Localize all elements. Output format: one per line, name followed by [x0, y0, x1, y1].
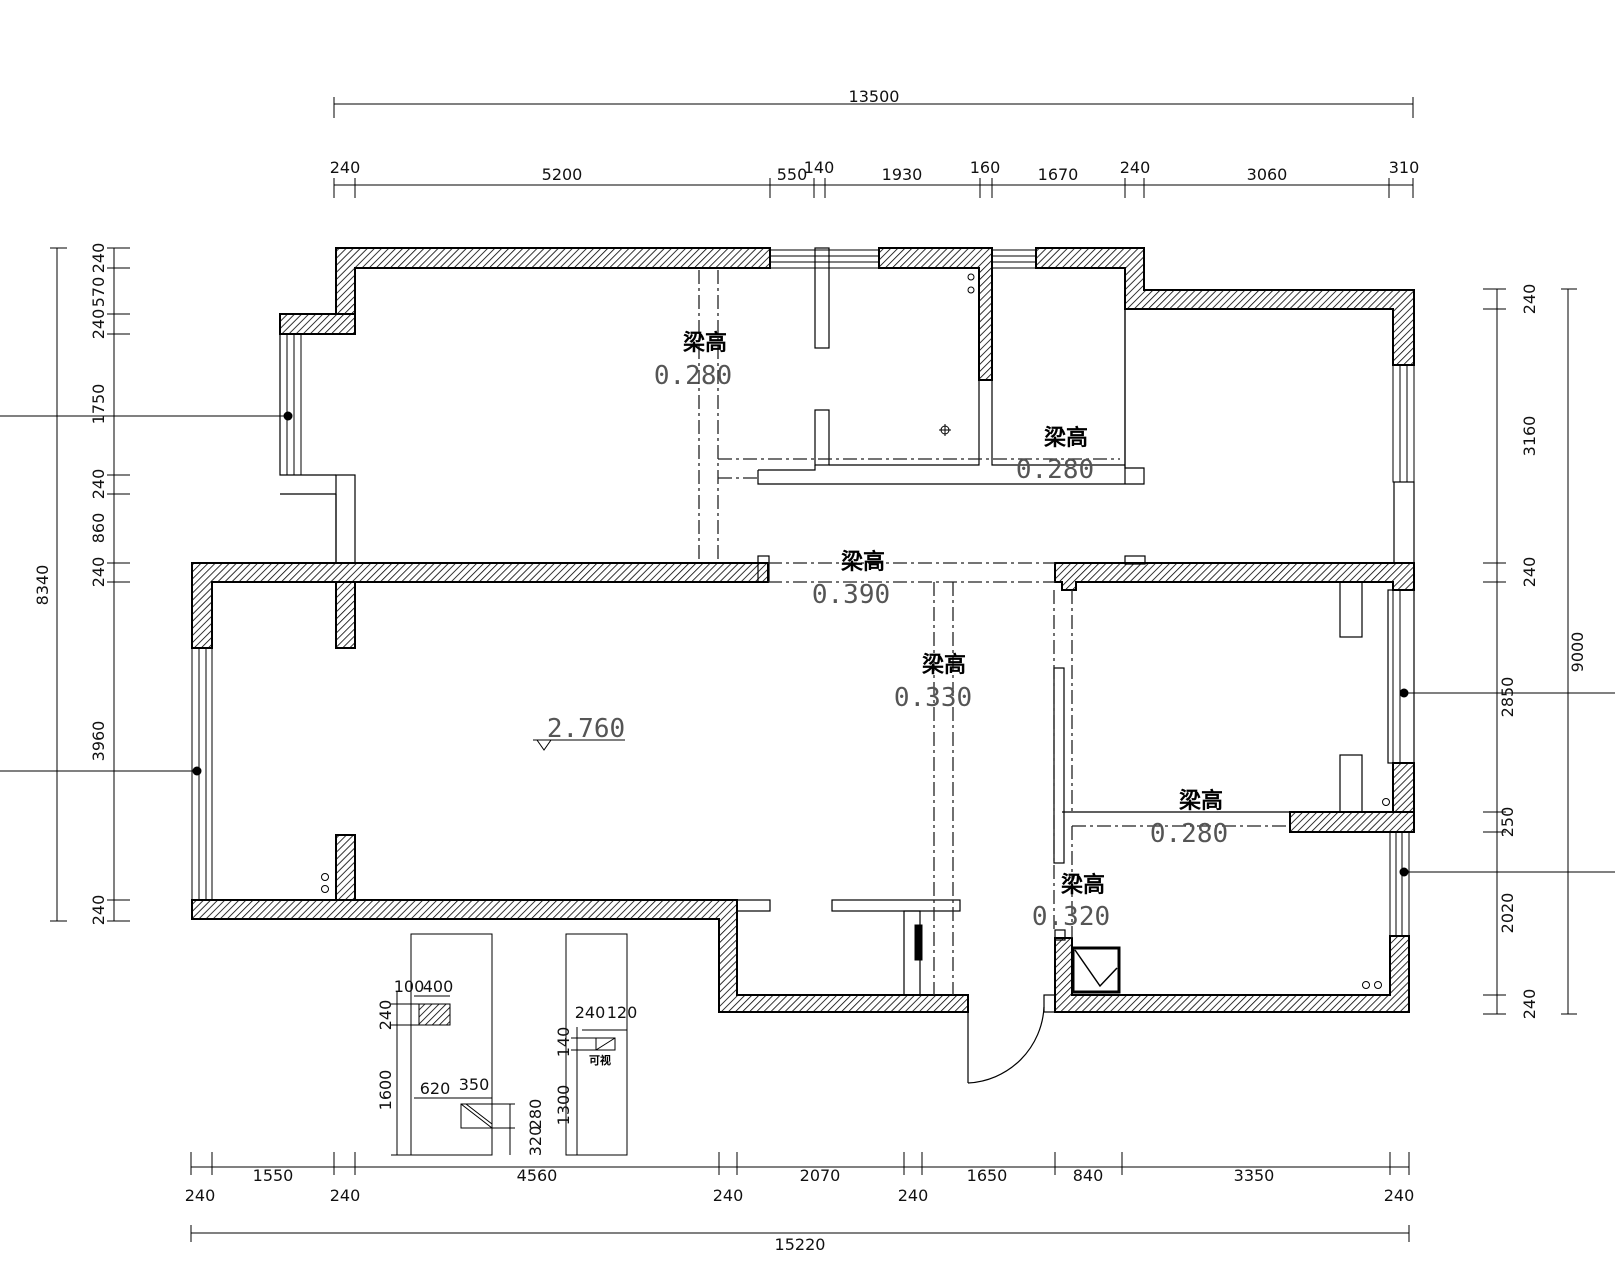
level-marker — [533, 739, 625, 751]
beam-value-6: 0.320 — [1032, 902, 1110, 932]
bottom-dim-6: 3350 — [1234, 1166, 1275, 1185]
detail-b-dim-3: 140 — [554, 1027, 573, 1058]
top-dim-10: 310 — [1389, 158, 1420, 177]
top-dimension — [333, 97, 1414, 198]
beam-label-2: 梁高 — [1043, 425, 1088, 451]
beam-label-1: 梁高 — [682, 330, 727, 356]
right-dim-7: 240 — [1520, 989, 1539, 1020]
right-dim-3: 240 — [1520, 557, 1539, 588]
detail-a-dim-8: 320 — [526, 1126, 545, 1157]
right-dim-5: 250 — [1498, 807, 1517, 838]
right-total-dimension: 9000 — [1568, 632, 1587, 673]
bottom-dim-7: 240 — [185, 1186, 216, 1205]
right-dim-4: 2850 — [1498, 677, 1517, 718]
right-dim-1: 240 — [1520, 284, 1539, 315]
top-dim-8: 240 — [1120, 158, 1151, 177]
beam-value-5: 0.280 — [1150, 819, 1228, 849]
beam-label-5: 梁高 — [1178, 788, 1223, 814]
top-dim-4: 140 — [804, 158, 835, 177]
detail-b-note: 可视 — [589, 1053, 611, 1067]
bottom-dim-1: 1550 — [253, 1166, 294, 1185]
detail-a-dim-7: 280 — [526, 1099, 545, 1130]
beam-value-4: 0.330 — [894, 683, 972, 713]
right-dimension — [1404, 288, 1615, 1015]
fixtures — [321, 273, 1390, 994]
top-total-dimension: 13500 — [849, 87, 900, 106]
bottom-dim-9: 240 — [713, 1186, 744, 1205]
right-dim-2: 3160 — [1520, 416, 1539, 457]
left-dim-4: 1750 — [89, 384, 108, 425]
detail-a-dim-4: 1600 — [376, 1070, 395, 1111]
bottom-dim-4: 1650 — [967, 1166, 1008, 1185]
left-dim-2: 570 — [89, 277, 108, 308]
bottom-dim-10: 240 — [898, 1186, 929, 1205]
left-dim-1: 240 — [89, 243, 108, 274]
detail-a-dim-2: 400 — [423, 977, 454, 996]
marker-dot-left-lower — [192, 766, 202, 776]
top-dim-3: 550 — [777, 165, 808, 184]
top-dim-2: 5200 — [542, 165, 583, 184]
detail-b — [565, 933, 628, 1156]
entry-door — [967, 1005, 1045, 1084]
left-total-dimension: 8340 — [33, 565, 52, 606]
right-dim-6: 2020 — [1498, 893, 1517, 934]
beam-label-3: 梁高 — [840, 549, 885, 575]
detail-b-dim-1: 240 — [575, 1003, 606, 1022]
top-dim-7: 1670 — [1038, 165, 1079, 184]
bottom-dim-8: 240 — [330, 1186, 361, 1205]
left-dim-3: 240 — [89, 309, 108, 340]
detail-b-dim-2: 120 — [607, 1003, 638, 1022]
bottom-total-dimension: 15220 — [775, 1235, 826, 1254]
marker-dot-right-lower — [1399, 867, 1409, 877]
bottom-dim-11: 240 — [1384, 1186, 1415, 1205]
left-dim-7: 240 — [89, 557, 108, 588]
detail-a-dim-5: 620 — [420, 1079, 451, 1098]
beam-value-1: 0.280 — [654, 361, 732, 391]
bottom-dim-2: 4560 — [517, 1166, 558, 1185]
partitions — [279, 247, 1415, 1013]
bottom-dim-3: 2070 — [800, 1166, 841, 1185]
beam-value-2: 0.280 — [1016, 455, 1094, 485]
detail-a-dim-6: 350 — [459, 1075, 490, 1094]
top-dim-9: 3060 — [1247, 165, 1288, 184]
detail-a — [391, 933, 515, 1156]
top-dim-5: 1930 — [882, 165, 923, 184]
marker-dot-right-upper — [1399, 688, 1409, 698]
bottom-dim-5: 840 — [1073, 1166, 1104, 1185]
windows — [191, 249, 1415, 937]
detail-a-dim-3: 240 — [376, 1000, 395, 1031]
level-value: 2.760 — [547, 714, 625, 744]
marker-dot-left-upper — [283, 411, 293, 421]
left-dimension — [0, 247, 288, 922]
detail-a-dim-1: 100 — [394, 977, 425, 996]
walls — [191, 247, 1415, 1013]
left-dim-5: 240 — [89, 469, 108, 500]
beam-lines — [698, 270, 1290, 995]
top-dim-6: 160 — [970, 158, 1001, 177]
bottom-dimension — [190, 1152, 1410, 1242]
beam-label-4: 梁高 — [921, 652, 966, 678]
beam-value-3: 0.390 — [812, 580, 890, 610]
detail-b-dim-4: 1300 — [554, 1085, 573, 1126]
beam-label-6: 梁高 — [1060, 872, 1105, 898]
top-dim-1: 240 — [330, 158, 361, 177]
left-dim-6: 860 — [89, 513, 108, 544]
left-dim-8: 3960 — [89, 721, 108, 762]
left-dim-9: 240 — [89, 895, 108, 926]
